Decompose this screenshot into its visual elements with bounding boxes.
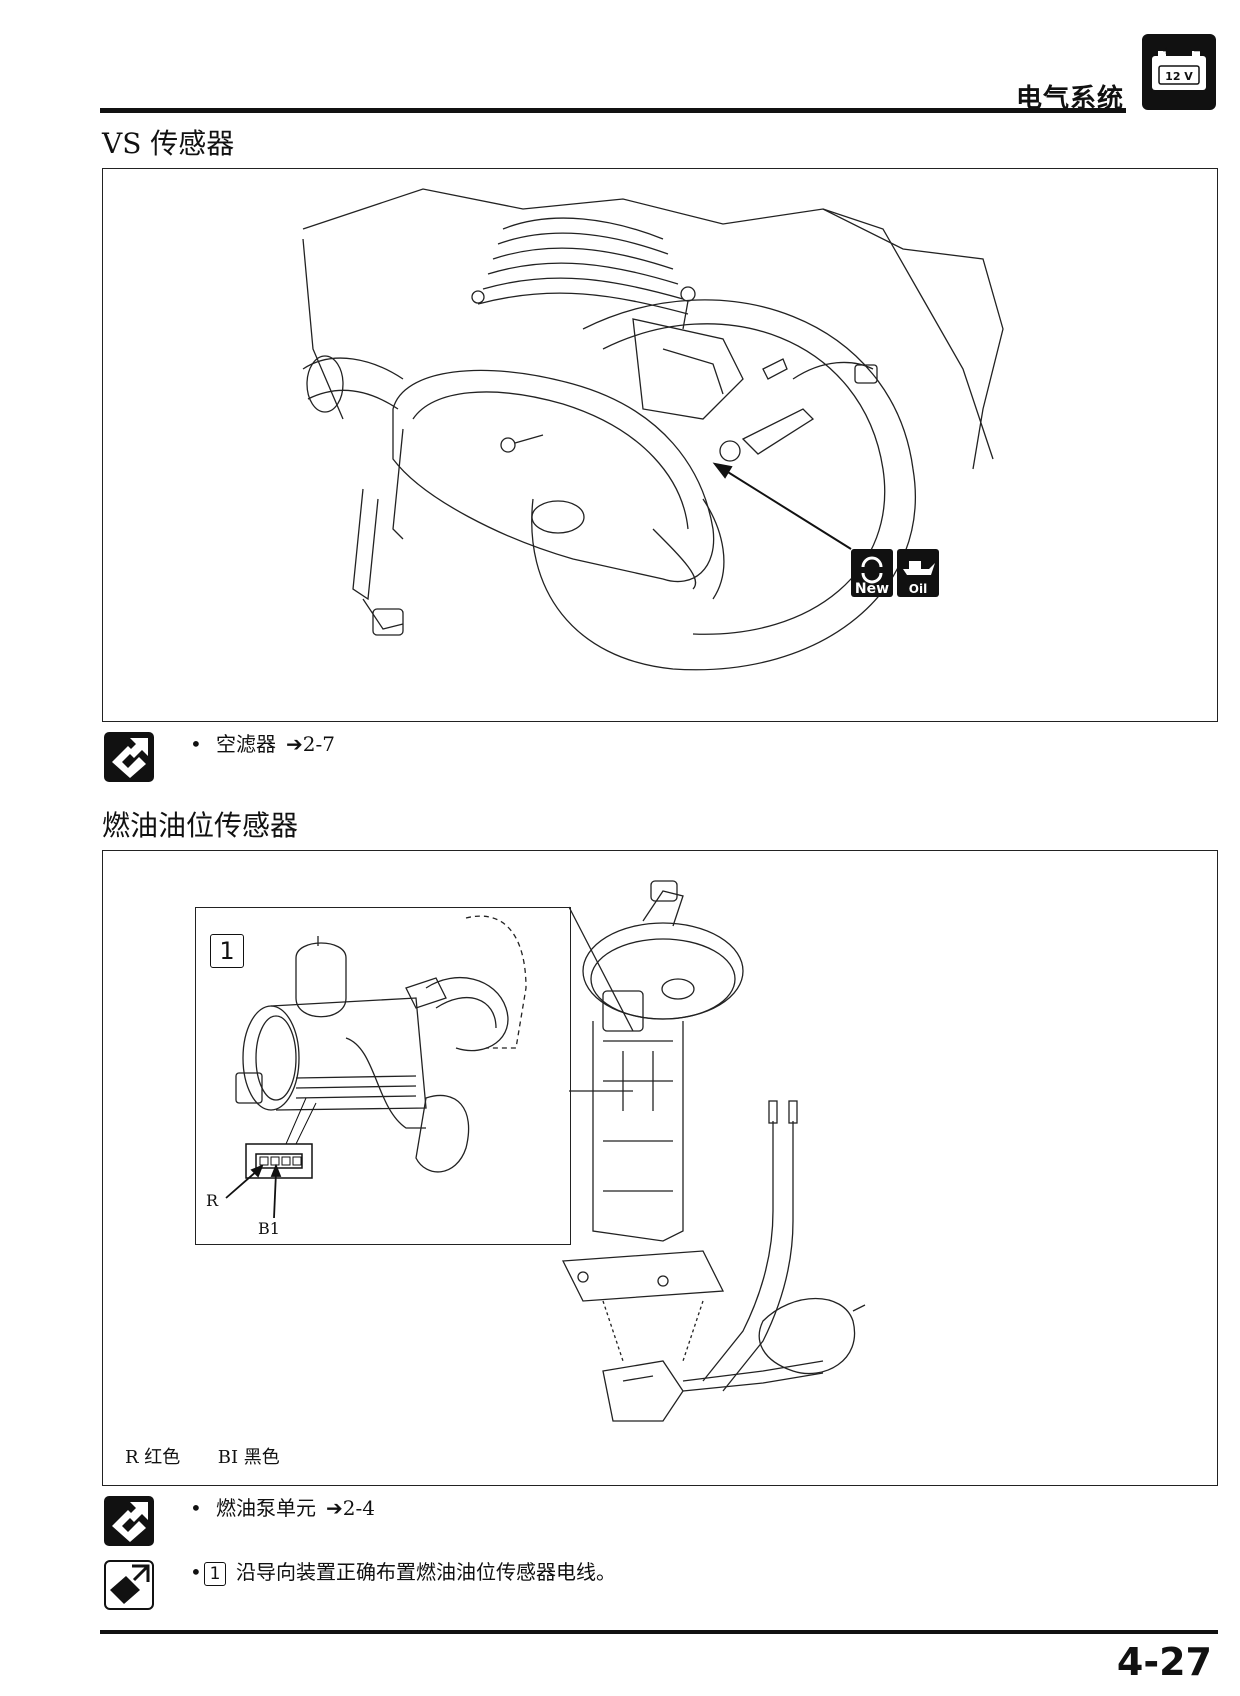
battery-icon: + − 12 V: [1142, 34, 1216, 110]
wire-label-b1: B1: [258, 1219, 280, 1238]
connector-terminals: [245, 1097, 317, 1179]
oil-symbol-label: Oil: [909, 582, 927, 596]
section-title-vs-sensor: VS 传感器: [102, 127, 235, 160]
footer-rule: [100, 1630, 1218, 1634]
vs-sensor-illustration: New Oil: [302, 188, 1004, 671]
section-title-fuel-level-sensor: 燃油油位传感器: [102, 809, 299, 842]
header-rule: [100, 108, 1126, 113]
legend-item-black: BI 黑色: [217, 1447, 280, 1468]
fuel-pump-note-line: •燃油泵单元➔2-4: [190, 1496, 375, 1520]
inset-index: 1: [210, 934, 244, 968]
inset-detail-box: 1: [195, 907, 571, 1245]
legend-item-red: R 红色: [125, 1447, 181, 1468]
svg-text:−: −: [1193, 46, 1201, 57]
inset-illustration: R B1: [206, 915, 527, 1238]
note-text: 沿导向装置正确布置燃油油位传感器电线。: [236, 1560, 616, 1584]
oil-symbol: Oil: [897, 549, 939, 597]
removal-installation-icon: [104, 732, 154, 782]
note-ref-link[interactable]: 2-7: [302, 732, 335, 756]
ref-arrow-icon: ➔: [326, 1496, 343, 1520]
battery-badge-label: 12 V: [1165, 70, 1193, 83]
routing-icon: [104, 1560, 154, 1610]
new-part-symbol: New: [851, 549, 893, 597]
fuel-pump-illustration: [561, 880, 866, 1422]
vs-sensor-figure: New Oil: [102, 168, 1218, 722]
ref-arrow-icon: ➔: [286, 732, 303, 756]
note-text: 燃油泵单元: [216, 1496, 316, 1520]
color-legend: R 红色 BI 黑色: [125, 1443, 280, 1469]
removal-installation-icon: [104, 1496, 154, 1546]
page-number: 4-27: [1116, 1640, 1212, 1684]
note-index: 1: [204, 1562, 226, 1586]
note-text: 空滤器: [216, 732, 276, 756]
vs-note-line: •空滤器➔2-7: [190, 732, 335, 756]
wire-label-r: R: [206, 1191, 219, 1210]
new-symbol-label: New: [855, 581, 889, 597]
fuel-level-sensor-figure: 1: [102, 850, 1218, 1486]
note-ref-link[interactable]: 2-4: [342, 1496, 375, 1520]
svg-text:+: +: [1162, 46, 1170, 57]
